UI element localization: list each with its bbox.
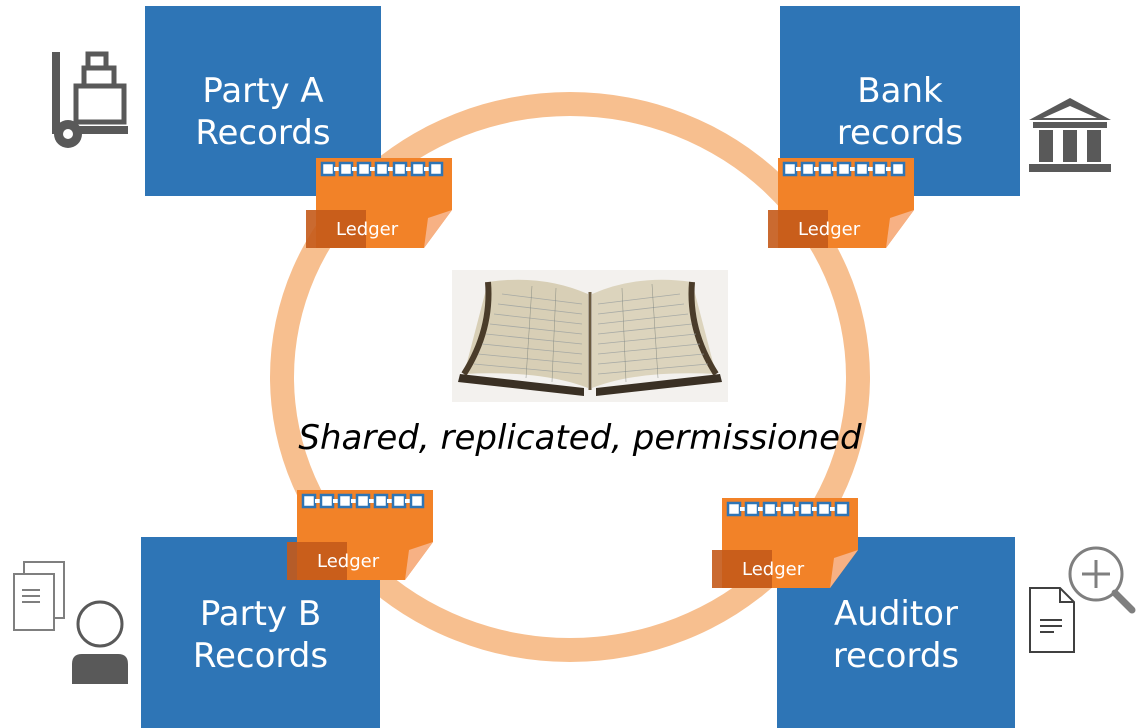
ledger-label: Ledger — [336, 219, 399, 240]
party-a-title: Party A — [202, 71, 324, 111]
center-caption: Shared, replicated, permissioned — [298, 418, 862, 458]
auditor-subtitle: records — [832, 636, 960, 676]
ledger-chain-icon — [712, 498, 858, 588]
cart-icon — [52, 51, 128, 148]
person-documents-icon — [13, 561, 128, 684]
party-b-title: Party B — [199, 594, 322, 634]
ledger-chain-icon — [768, 158, 914, 248]
bank-title: Bank — [857, 71, 943, 111]
ledger-label: Ledger — [798, 219, 861, 240]
ledger-auditor: Ledger — [712, 498, 862, 588]
bank-icon — [1029, 98, 1111, 172]
ledger-chain-icon — [287, 490, 433, 580]
auditor-title: Auditor — [834, 594, 958, 634]
ledger-party-a: Ledger — [306, 158, 456, 248]
ledger-label: Ledger — [742, 559, 805, 580]
party-a-subtitle: Records — [195, 113, 331, 153]
document-search-icon — [1029, 546, 1136, 653]
ledger-chain-icon — [306, 158, 452, 248]
ledger-book-image — [452, 270, 728, 402]
party-b-subtitle: Records — [192, 636, 329, 676]
ledger-label: Ledger — [317, 551, 380, 572]
ledger-party-b: Ledger — [287, 490, 437, 580]
ledger-bank: Ledger — [768, 158, 918, 248]
bank-subtitle: records — [836, 113, 964, 153]
